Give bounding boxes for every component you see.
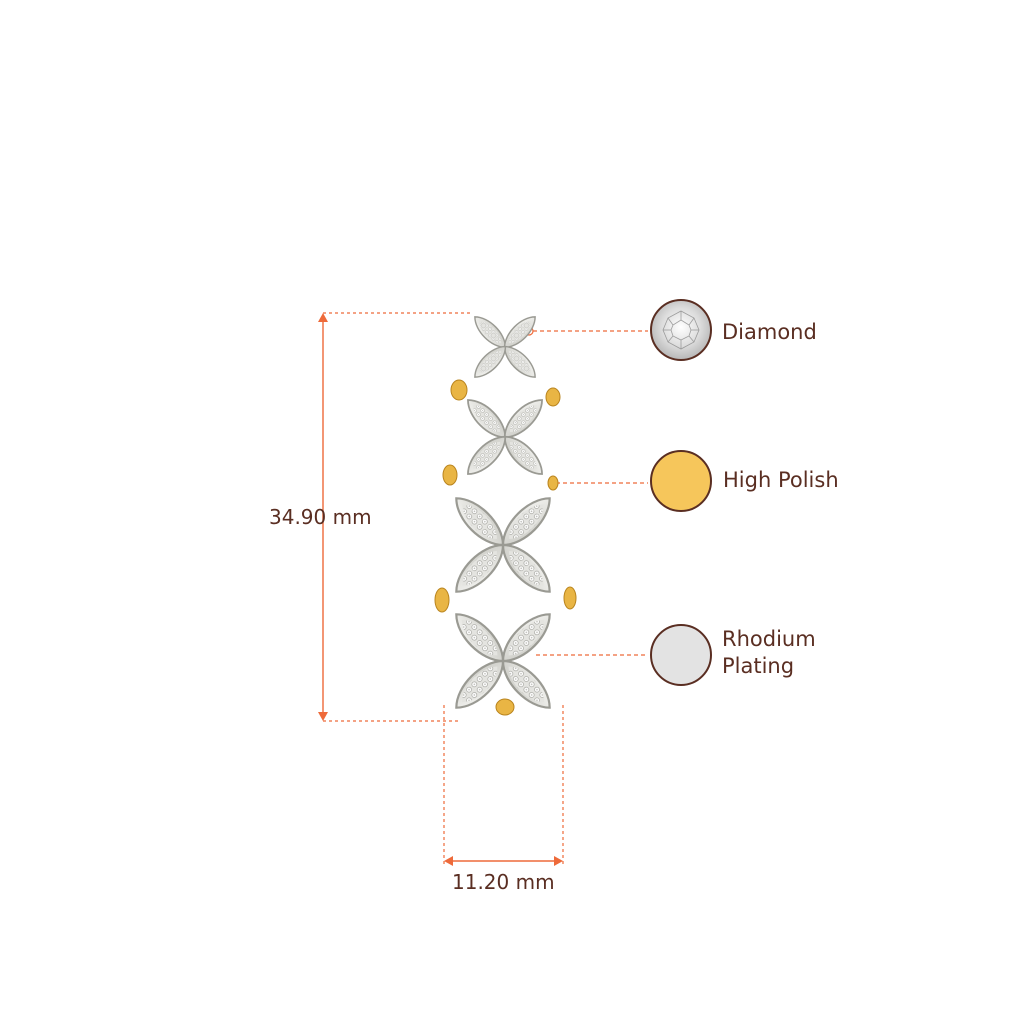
rhodium-label-line2: Plating <box>722 654 795 678</box>
height-arrow-top <box>318 313 328 322</box>
diamond-icon <box>662 310 700 350</box>
high-polish-swatch <box>650 450 712 512</box>
flower-2 <box>460 392 550 482</box>
diamond-label: Diamond <box>722 320 817 344</box>
flower-3 <box>447 489 559 601</box>
leader-lines <box>524 326 648 656</box>
high-polish-label: High Polish <box>723 468 839 492</box>
diamond-swatch <box>650 299 712 361</box>
width-dimension <box>443 705 564 866</box>
width-arrow-left <box>444 856 453 866</box>
height-arrow-bottom <box>318 712 328 721</box>
width-label: 11.20 mm <box>452 870 555 894</box>
rhodium-swatch <box>650 624 712 686</box>
earring <box>434 310 577 717</box>
width-arrow-right <box>554 856 563 866</box>
height-label: 34.90 mm <box>269 505 372 529</box>
gold-accents <box>434 379 577 716</box>
flower-1 <box>468 310 542 384</box>
height-dimension <box>318 312 470 722</box>
rhodium-label-line1: Rhodium <box>722 627 816 651</box>
